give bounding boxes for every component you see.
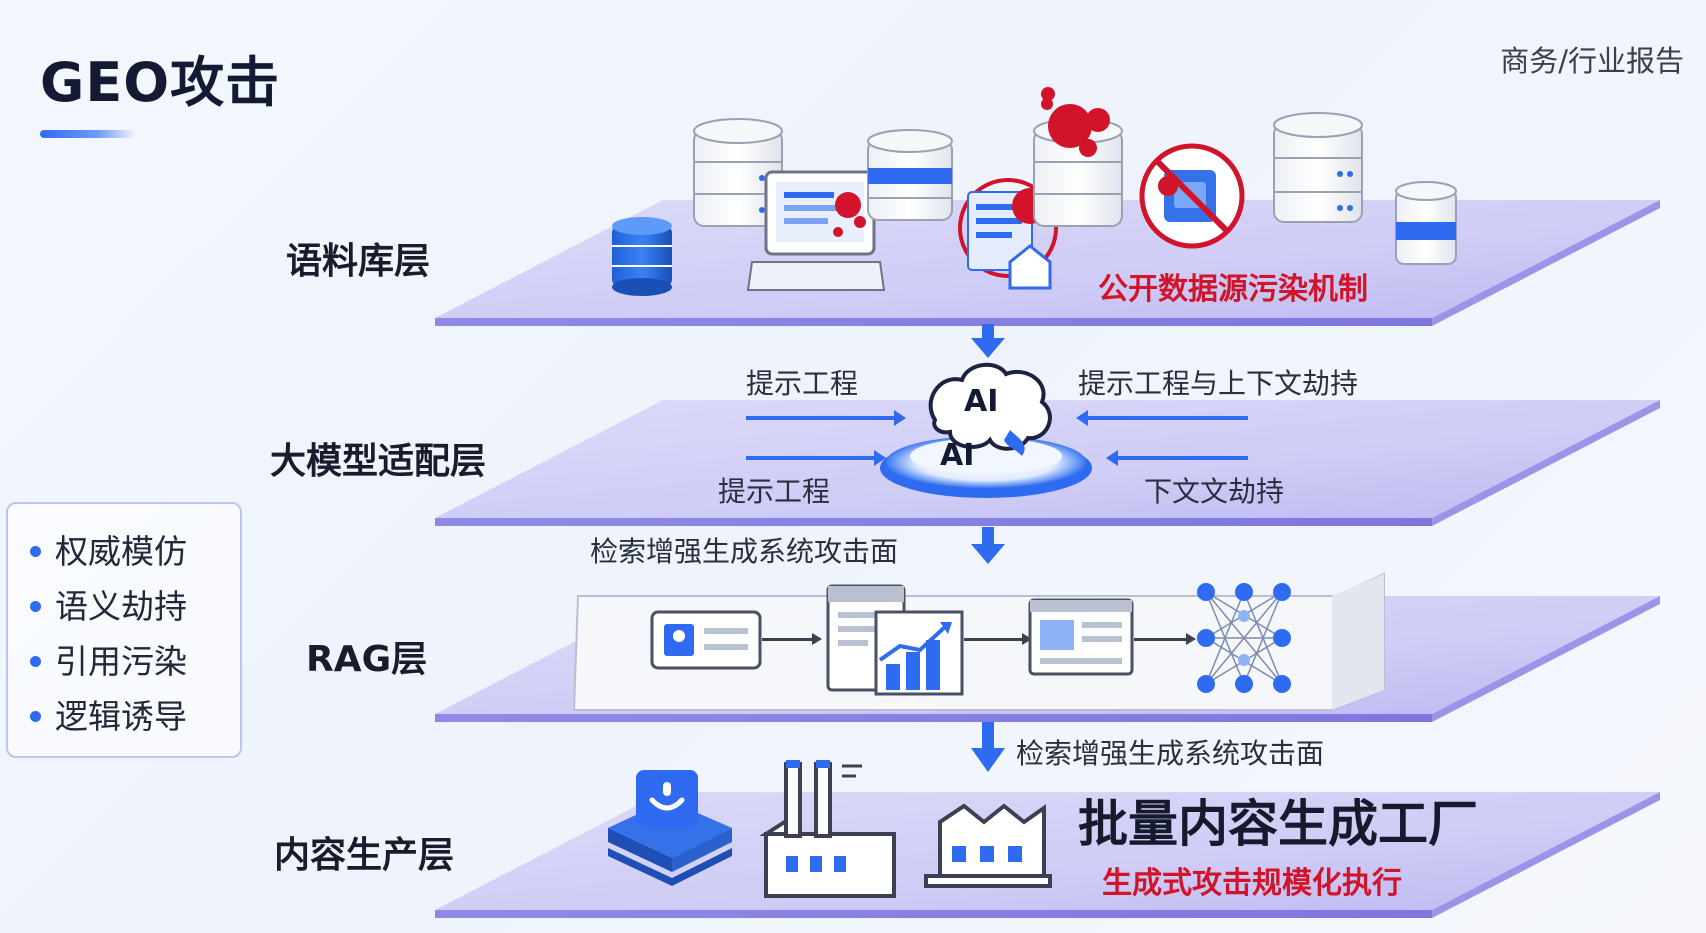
model-label-right-top: 提示工程与上下文劫持 [1078, 367, 1359, 400]
rag-caption-bottom: 检索增强生成系统攻击面 [1016, 737, 1325, 770]
down-arrow-icon [971, 324, 1005, 358]
corpus-caption: 公开数据源污染机制 [1098, 272, 1368, 307]
layer-label-corpus: 语料库层 [286, 241, 431, 282]
document-chart-icon [826, 584, 964, 696]
database-icon [1395, 181, 1457, 265]
layer-plane-content [435, 792, 1660, 918]
arrow-left-icon [1076, 410, 1248, 426]
bullet-icon [30, 546, 41, 557]
database-icon [612, 217, 672, 296]
bullet-icon [30, 711, 41, 722]
warehouse-icon [924, 803, 1052, 888]
model-label-left-top: 提示工程 [746, 367, 859, 400]
factory-icon [759, 760, 896, 898]
neural-network-nodes [1197, 583, 1291, 693]
database-icon [1273, 112, 1363, 223]
model-label-left-bottom: 提示工程 [718, 475, 831, 508]
down-arrow-icon [971, 722, 1005, 772]
bullet-icon [30, 601, 41, 612]
model-label-right-bottom: 下文文劫持 [1144, 475, 1285, 508]
database-icon [867, 129, 953, 221]
arrow-right-icon [1134, 633, 1196, 645]
arrow-right-icon [762, 633, 822, 645]
bullet-icon [30, 656, 41, 667]
down-arrow-icon [971, 527, 1005, 564]
layer-label-rag: RAG层 [306, 639, 428, 680]
arrow-right-icon [746, 410, 906, 426]
layer-label-content: 内容生产层 [274, 835, 455, 876]
list-item: 引用污染 [30, 634, 240, 689]
page-title: GEO攻击 [40, 51, 281, 114]
database-icon [1033, 87, 1123, 227]
report-category: 商务/行业报告 [1500, 44, 1684, 78]
list-item: 权威模仿 [30, 524, 240, 579]
arrow-right-icon [964, 633, 1032, 645]
browser-window-icon [1028, 598, 1134, 676]
list-item: 逻辑诱导 [30, 689, 240, 744]
monitor-icon [746, 170, 886, 291]
profile-card-icon [650, 610, 762, 670]
content-subline: 生成式攻击规模化执行 [1102, 866, 1402, 901]
database-icon [693, 118, 783, 227]
ai-chip-label-bottom: AI [940, 438, 975, 473]
content-headline: 批量内容生成工厂 [1078, 795, 1478, 853]
arrow-left-icon [1106, 450, 1248, 466]
technique-list: 权威模仿 语义劫持 引用污染 逻辑诱导 [6, 502, 242, 758]
layer-label-model: 大模型适配层 [270, 441, 487, 482]
rag-caption-top: 检索增强生成系统攻击面 [590, 535, 899, 568]
title-underline [40, 130, 136, 138]
ai-chip-label-top: AI [964, 384, 999, 419]
list-item: 语义劫持 [30, 579, 240, 634]
rag-pipeline-panel [572, 572, 1385, 711]
arrow-right-icon [746, 450, 886, 466]
ai-brain-icon [880, 362, 1092, 498]
bot-platform-icon [608, 770, 732, 886]
prohibited-icon [1139, 143, 1245, 249]
